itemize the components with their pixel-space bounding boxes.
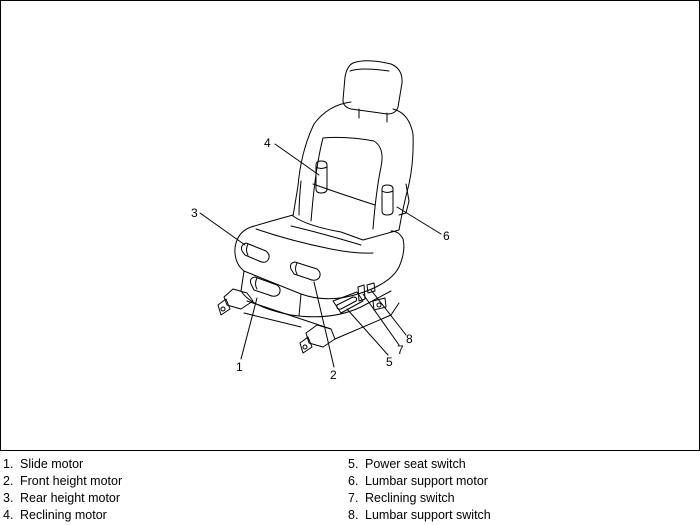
legend-item: 7. Reclining switch [348, 490, 491, 507]
lumbar-support-motor-shape [381, 184, 394, 216]
diagram-frame: 1 2 3 4 5 6 7 8 [0, 0, 700, 451]
seat-cushion [234, 214, 405, 318]
callout-2: 2 [330, 368, 337, 382]
legend: 1. Slide motor 2. Front height motor 3. Rea… [0, 456, 700, 525]
leader-line-6 [396, 206, 442, 235]
leader-line-3 [199, 212, 246, 246]
leader-line-4 [274, 143, 320, 176]
rear-height-motor-shape [241, 242, 270, 263]
slide-motor-shape [250, 276, 281, 297]
legend-item: 5. Power seat switch [348, 456, 491, 473]
lumbar-support-switch-shape [366, 282, 387, 311]
callout-5: 5 [386, 355, 393, 369]
leader-lines [199, 143, 442, 368]
legend-item-number: 1. [3, 457, 14, 471]
legend-item-label: Lumbar support motor [365, 474, 488, 488]
legend-column-right: 5. Power seat switch 6. Lumbar support mot… [348, 456, 491, 524]
legend-item-label: Lumbar support switch [365, 508, 491, 522]
legend-item-number: 7. [348, 491, 359, 505]
legend-item-number: 6. [348, 474, 359, 488]
legend-item-label: Front height motor [20, 474, 123, 488]
power-seat-switch-shape [332, 291, 364, 314]
legend-item: 8. Lumbar support switch [348, 507, 491, 524]
legend-item-number: 8. [348, 508, 359, 522]
legend-item-label: Reclining switch [365, 491, 455, 505]
legend-item: 6. Lumbar support motor [348, 473, 491, 490]
headrest [342, 60, 403, 123]
legend-item-number: 4. [3, 508, 14, 522]
reclining-switch-shape [357, 284, 366, 302]
leader-line-2 [313, 281, 335, 368]
legend-item-number: 5. [348, 457, 359, 471]
callout-3: 3 [191, 206, 198, 220]
legend-item-label: Power seat switch [365, 457, 466, 471]
legend-item-number: 2. [3, 474, 14, 488]
reclining-motor-shape [315, 160, 328, 194]
seat-back [292, 101, 414, 241]
leader-line-5 [346, 308, 389, 356]
legend-column-left: 1. Slide motor 2. Front height motor 3. Rea… [3, 456, 122, 524]
legend-item: 4. Reclining motor [3, 507, 122, 524]
legend-item-number: 3. [3, 491, 14, 505]
callout-8: 8 [406, 332, 413, 346]
legend-item: 1. Slide motor [3, 456, 122, 473]
seat-diagram: 1 2 3 4 5 6 7 8 [191, 60, 450, 382]
callout-7: 7 [397, 343, 404, 357]
callout-4: 4 [264, 136, 271, 150]
front-height-motor-shape [290, 261, 321, 281]
leader-line-8 [370, 289, 407, 336]
seat-rails [217, 288, 400, 354]
leader-line-7 [362, 293, 400, 346]
leader-line-1 [240, 297, 258, 360]
callout-1: 1 [236, 360, 243, 374]
legend-item-label: Slide motor [20, 457, 84, 471]
legend-item: 3. Rear height motor [3, 490, 122, 507]
legend-item: 2. Front height motor [3, 473, 122, 490]
legend-item-label: Reclining motor [20, 508, 107, 522]
legend-item-label: Rear height motor [20, 491, 121, 505]
callout-6: 6 [443, 229, 450, 243]
